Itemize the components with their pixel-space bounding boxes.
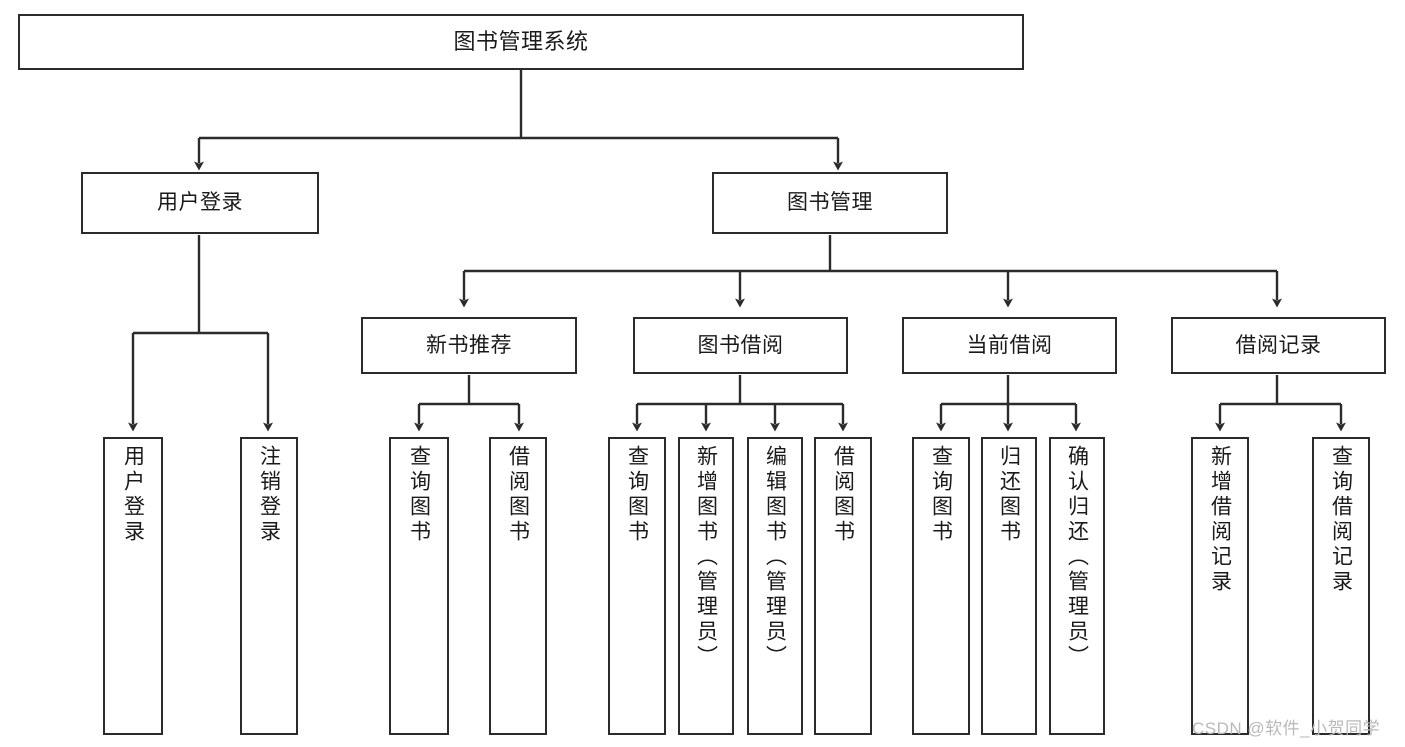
node-label: 用户登录 [121, 445, 145, 545]
leaf-edit-book-admin[interactable]: 编辑图书（管理员） [747, 437, 803, 735]
leaf-confirm-return-admin[interactable]: 确认归还（管理员） [1049, 437, 1105, 735]
node-label: 图书管理 [787, 191, 873, 215]
leaf-query-books-current[interactable]: 查询图书 [912, 437, 970, 735]
node-label: 图书借阅 [697, 333, 784, 357]
csdn-watermark: CSDN @软件_小贺同学 [1192, 719, 1381, 738]
leaf-logout[interactable]: 注销登录 [240, 437, 298, 735]
node-book-management[interactable]: 图书管理 [712, 172, 948, 234]
leaf-borrow-books-borrowing[interactable]: 借阅图书 [814, 437, 872, 735]
node-label: 当前借阅 [966, 333, 1053, 357]
node-label: 借阅图书 [506, 445, 530, 545]
node-current-borrowing[interactable]: 当前借阅 [902, 317, 1117, 374]
leaf-user-login[interactable]: 用户登录 [103, 437, 163, 735]
node-label: 新增图书（管理员） [694, 445, 718, 670]
leaf-query-books-borrowing[interactable]: 查询图书 [608, 437, 666, 735]
node-book-borrowing[interactable]: 图书借阅 [633, 317, 848, 374]
node-label: 借阅记录 [1235, 333, 1322, 357]
node-label: 确认归还（管理员） [1065, 445, 1089, 670]
node-borrowing-records[interactable]: 借阅记录 [1171, 317, 1386, 374]
node-new-book-recommendation[interactable]: 新书推荐 [361, 317, 577, 374]
leaf-add-book-admin[interactable]: 新增图书（管理员） [678, 437, 734, 735]
node-label: 注销登录 [257, 445, 281, 545]
leaf-query-borrowing-record[interactable]: 查询借阅记录 [1312, 437, 1370, 735]
node-label: 归还图书 [997, 445, 1021, 545]
node-label: 借阅图书 [831, 445, 855, 545]
node-label: 查询图书 [929, 445, 953, 545]
node-root-book-management-system[interactable]: 图书管理系统 [18, 14, 1024, 70]
leaf-query-books-recommendation[interactable]: 查询图书 [389, 437, 449, 735]
leaf-borrow-books-recommendation[interactable]: 借阅图书 [489, 437, 547, 735]
leaf-return-books[interactable]: 归还图书 [981, 437, 1037, 735]
leaf-add-borrowing-record[interactable]: 新增借阅记录 [1191, 437, 1249, 735]
node-label: 新书推荐 [426, 333, 512, 357]
node-label: 用户登录 [157, 191, 243, 215]
node-user-login[interactable]: 用户登录 [81, 172, 319, 234]
node-label: 查询借阅记录 [1329, 445, 1353, 595]
node-label: 查询图书 [625, 445, 649, 545]
node-label: 编辑图书（管理员） [763, 445, 787, 670]
node-label: 新增借阅记录 [1208, 445, 1232, 595]
node-label: 查询图书 [407, 445, 431, 545]
node-label: 图书管理系统 [453, 28, 589, 54]
